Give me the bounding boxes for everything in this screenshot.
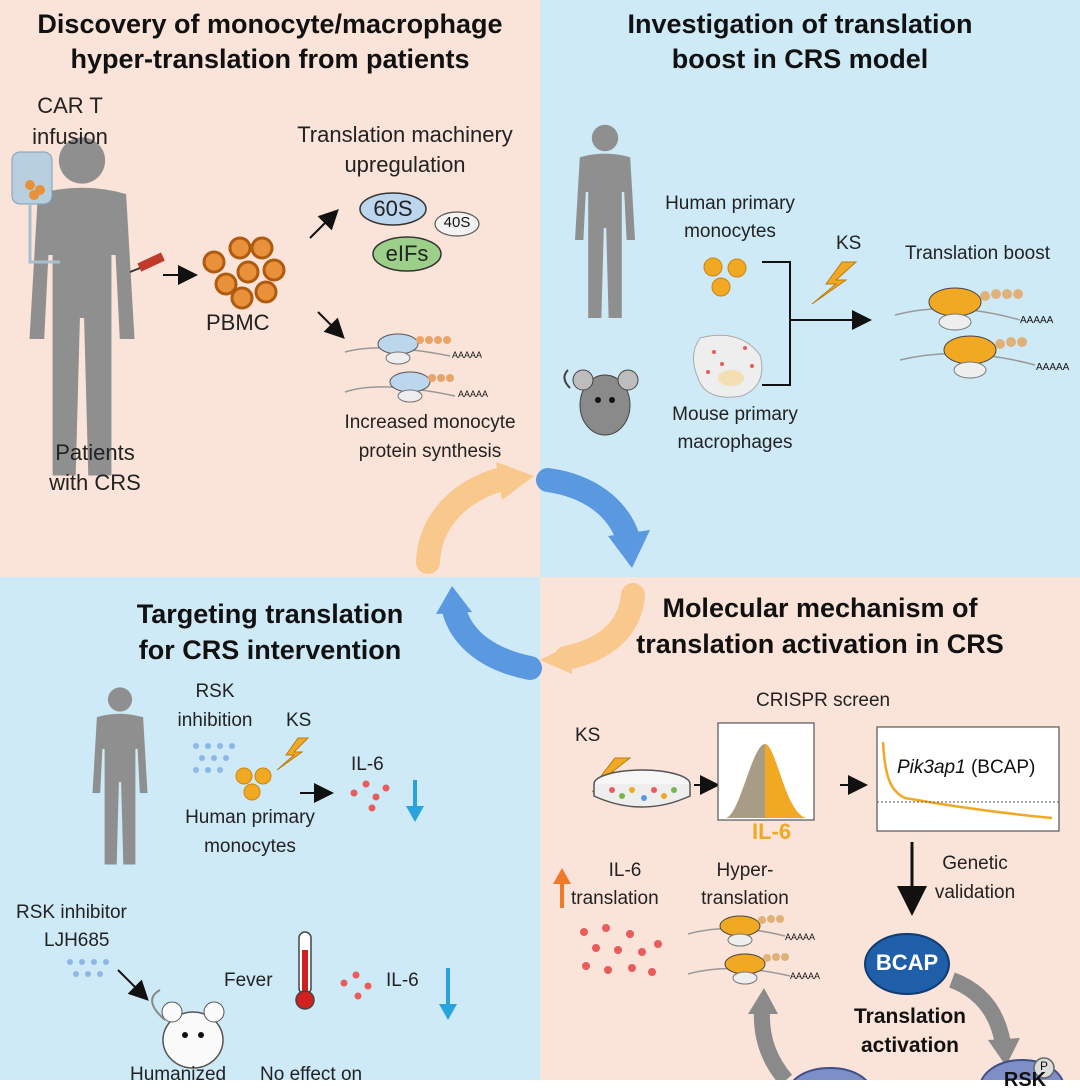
q1-title-line1: Discovery of monocyte/macrophage bbox=[37, 9, 503, 39]
ks-label-q4: KS bbox=[575, 725, 601, 746]
macrophage-icon bbox=[693, 334, 763, 398]
infusion-label: infusion bbox=[32, 124, 108, 149]
rank-plot bbox=[876, 726, 1060, 832]
q3-title-line1: Targeting translation bbox=[136, 599, 404, 629]
poly-a-tail-3: AAAAA bbox=[1020, 315, 1054, 326]
q4-title-line1: Molecular mechanism of bbox=[662, 593, 978, 623]
eifs-label: eIFs bbox=[385, 241, 429, 266]
polysome-icon bbox=[344, 333, 456, 403]
phosphate-icon bbox=[1033, 1057, 1055, 1079]
fever-label: Fever bbox=[224, 970, 273, 991]
ribosome-60s-label: 60S bbox=[373, 196, 413, 221]
drug-dots bbox=[67, 959, 109, 977]
bcap-alias: (BCAP) bbox=[965, 757, 1036, 778]
pbmc-cells bbox=[202, 236, 286, 310]
il6-label-q3: IL-6 bbox=[351, 754, 384, 775]
patients-label: Patients bbox=[55, 440, 135, 465]
ljh685-label: LJH685 bbox=[44, 930, 110, 951]
q1-title-line2: hyper-translation from patients bbox=[70, 44, 470, 74]
pik3ap1-label: Pik3ap1 (BCAP) bbox=[897, 757, 1035, 780]
rsk-inhibitor-label: RSK inhibitor bbox=[16, 902, 127, 923]
poly-a-tail-4: AAAAA bbox=[1036, 362, 1070, 373]
hyper-translation-label: translation bbox=[701, 888, 789, 909]
human-primary-label-q3: Human primary bbox=[185, 807, 315, 828]
il6-label-q4: IL-6 bbox=[608, 860, 642, 881]
q4-title-line2: translation activation in CRS bbox=[636, 629, 1004, 659]
human-figure bbox=[575, 124, 635, 319]
inhibitor-dots bbox=[193, 743, 235, 773]
q3-title-line2: for CRS intervention bbox=[138, 635, 402, 665]
ks-label: KS bbox=[836, 233, 862, 254]
poly-a-tail-5: AAAAA bbox=[785, 932, 816, 942]
macrophages-label: macrophages bbox=[677, 432, 793, 453]
with-crs-label: with CRS bbox=[49, 470, 141, 495]
downstream-node bbox=[793, 1067, 867, 1080]
translation-machinery-label: Translation machinery bbox=[297, 122, 513, 147]
boost-polysomes bbox=[894, 287, 1036, 379]
panel-investigation bbox=[540, 0, 1080, 577]
protein-synthesis-label: protein synthesis bbox=[358, 441, 502, 462]
ribosome-60s-icon bbox=[359, 192, 427, 226]
cycle-arrows bbox=[416, 462, 650, 680]
il6-histogram bbox=[717, 722, 815, 821]
il6-dots-q3 bbox=[350, 780, 390, 812]
monocytes-label-q3: monocytes bbox=[204, 836, 296, 857]
il6-increase-arrow-icon bbox=[553, 868, 571, 908]
ribosome-40s-icon bbox=[434, 211, 480, 237]
q2-title-line2: boost in CRS model bbox=[671, 44, 929, 74]
syringe-icon bbox=[129, 252, 165, 273]
il6-label-mouse: IL-6 bbox=[386, 970, 419, 991]
crispr-screen-label: CRISPR screen bbox=[756, 690, 891, 711]
iv-bag-icon bbox=[11, 151, 60, 264]
lightning-icon bbox=[811, 261, 858, 305]
hyper-polysomes bbox=[687, 915, 791, 985]
translation-activation-label-2: activation bbox=[860, 1034, 960, 1057]
ribosome-40s-label: 40S bbox=[443, 214, 471, 231]
car-t-label: CAR T bbox=[37, 93, 103, 118]
il6-dots-q4 bbox=[580, 924, 662, 976]
hyper-label: Hyper- bbox=[716, 860, 774, 881]
il6-decrease-arrow-icon-2 bbox=[439, 968, 457, 1020]
translation-boost-label: Translation boost bbox=[904, 243, 1051, 264]
eifs-icon bbox=[372, 236, 442, 272]
increased-monocyte-label: Increased monocyte bbox=[344, 412, 516, 433]
q2-title-line1: Investigation of translation bbox=[627, 9, 973, 39]
mouse-primary-label: Mouse primary bbox=[672, 404, 798, 425]
rsk-label: RSK bbox=[195, 681, 235, 702]
ks-label-q3: KS bbox=[286, 710, 312, 731]
bcap-node bbox=[864, 933, 950, 995]
humanized-label: Humanized bbox=[130, 1064, 227, 1085]
genetic-label: Genetic bbox=[942, 853, 1008, 874]
no-effect-label: No effect on bbox=[260, 1064, 363, 1085]
bcap-label: BCAP bbox=[875, 950, 939, 975]
lightning-icon-small bbox=[276, 737, 310, 771]
pik3ap1-gene-name: Pik3ap1 bbox=[897, 757, 966, 778]
upregulation-label: upregulation bbox=[344, 152, 466, 177]
human-primary-label: Human primary bbox=[665, 193, 795, 214]
translation-label: translation bbox=[571, 888, 659, 909]
pbmc-label: PBMC bbox=[206, 310, 270, 335]
petri-dish-icon bbox=[593, 769, 691, 808]
il6-decrease-arrow-icon bbox=[406, 780, 424, 822]
phosphate-label: P bbox=[1039, 1059, 1048, 1073]
treated-monocytes bbox=[235, 767, 272, 801]
poly-a-tail-2: AAAAA bbox=[458, 389, 489, 399]
humanized-mouse-icon bbox=[151, 989, 225, 1069]
translation-activation-label-1: Translation bbox=[853, 1005, 967, 1028]
thermometer-icon bbox=[295, 931, 315, 1010]
monocytes-label: monocytes bbox=[684, 221, 776, 242]
mouse-icon bbox=[563, 369, 639, 436]
human-monocytes bbox=[703, 257, 747, 297]
poly-a-tail-1: AAAAA bbox=[452, 350, 483, 360]
validation-label: validation bbox=[934, 882, 1016, 903]
il6-dots-mouse bbox=[340, 971, 372, 1000]
poly-a-tail-6: AAAAA bbox=[790, 971, 821, 981]
human-figure-intervention bbox=[92, 687, 148, 865]
il6-histogram-label: IL-6 bbox=[752, 819, 792, 844]
inhibition-label: inhibition bbox=[177, 710, 253, 731]
